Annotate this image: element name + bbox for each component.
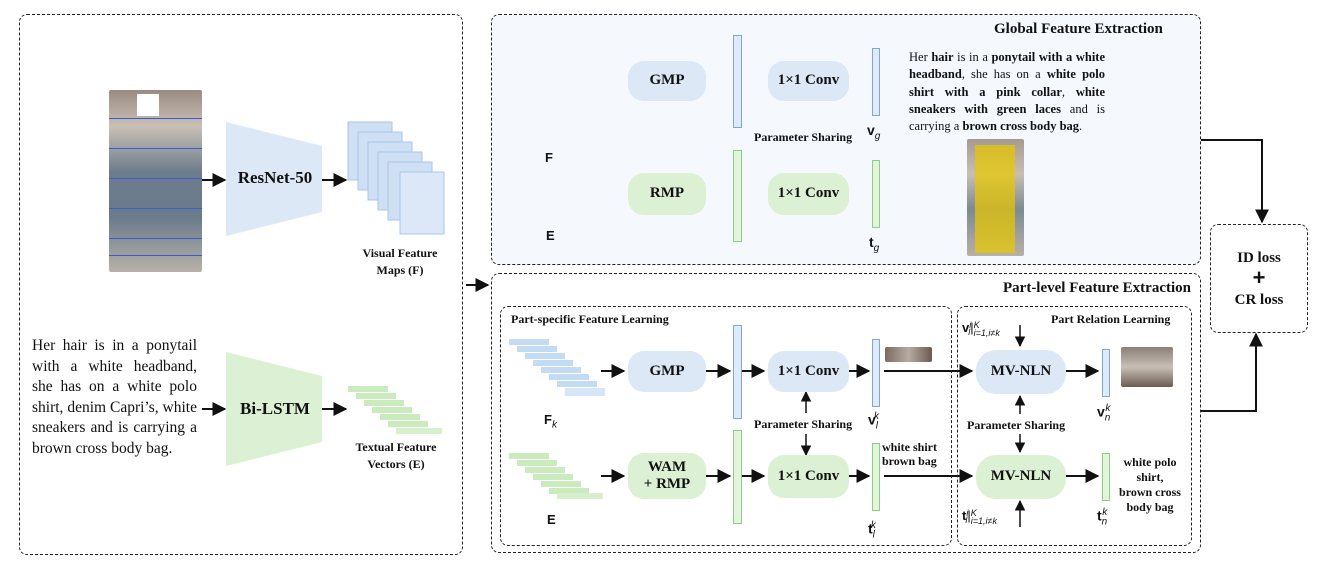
left-description: Her hair is in a ponytail with a white h… xyxy=(32,337,197,458)
global-pooled-visual-bar xyxy=(733,35,742,128)
tlk-label: tlk xyxy=(868,520,876,541)
vnk-bar xyxy=(1102,349,1110,397)
tnk-label: tnk xyxy=(1097,507,1108,528)
part-e-label: E xyxy=(547,512,556,527)
tg-bar xyxy=(872,160,880,228)
bilstm-label: Bi-LSTM xyxy=(240,399,310,418)
vg-label: vg xyxy=(867,122,881,142)
part-relation-image xyxy=(1121,347,1173,387)
global-title: Global Feature Extraction xyxy=(994,21,1163,37)
tnk-bar xyxy=(1102,453,1110,501)
id-loss-label: ID loss xyxy=(1237,250,1281,266)
attention-overlay xyxy=(975,145,1015,253)
global-pooled-text-bar xyxy=(733,150,742,242)
global-feature-panel xyxy=(491,14,1201,265)
f-label: F xyxy=(545,150,553,165)
part-param-sharing: Parameter Sharing xyxy=(754,417,853,431)
relation-param-sharing: Parameter Sharing xyxy=(967,418,1066,432)
part-specific-panel xyxy=(500,306,952,546)
wam-rmp-block: WAM + RMP xyxy=(628,453,706,499)
fk-label: Fk xyxy=(544,412,557,431)
part-pooled-text-bar xyxy=(733,430,742,524)
part-pooled-visual-bar xyxy=(733,325,742,419)
vli-input-label: vil|Ki=1,i≠k xyxy=(962,320,1000,338)
vnk-label: vnk xyxy=(1097,403,1111,424)
visual-feature-maps-stack xyxy=(347,121,445,235)
tli-input-label: til|Ki=1,i≠k xyxy=(962,508,997,526)
part-title: Part-level Feature Extraction xyxy=(1003,280,1191,296)
global-conv-top: 1×1 Conv xyxy=(768,61,849,101)
global-desc-part: is in a xyxy=(953,50,992,64)
backbone-panel xyxy=(19,14,463,555)
text-out-label: white polo shirt, brown cross body bag xyxy=(1119,455,1181,514)
part-visual-stack xyxy=(509,339,605,396)
face-mask xyxy=(137,94,159,116)
loss-box xyxy=(1210,224,1308,333)
plus-sign: + xyxy=(1252,265,1266,290)
visual-caption-line1: Visual Feature xyxy=(362,246,438,260)
part-relation-panel xyxy=(957,306,1192,546)
global-param-sharing: Parameter Sharing xyxy=(754,130,853,144)
part-text-stack xyxy=(509,453,603,499)
tlk-bar xyxy=(872,443,880,511)
vlk-label: vlk xyxy=(868,411,880,432)
attention-image xyxy=(967,139,1024,256)
part-conv-top: 1×1 Conv xyxy=(768,351,849,392)
resnet-block-shape xyxy=(226,122,322,236)
part-relation-title: Part Relation Learning xyxy=(1051,312,1171,326)
global-desc-part: Her xyxy=(909,50,932,64)
bilstm-block-shape xyxy=(226,352,322,466)
global-gmp-block: GMP xyxy=(628,61,706,101)
global-desc-part: white polo shirt with a pink collar xyxy=(909,67,1105,99)
textual-feature-vectors-stack xyxy=(348,386,442,434)
global-desc-part: brown cross body bag xyxy=(962,119,1080,133)
part-gmp-block: GMP xyxy=(628,351,706,392)
vg-bar xyxy=(872,48,880,116)
person-image xyxy=(109,90,202,272)
visual-caption-line2: Maps (F) xyxy=(376,263,424,277)
global-desc-part: . xyxy=(1079,119,1083,133)
part-crop-image xyxy=(885,347,932,362)
vlk-bar xyxy=(872,339,880,407)
global-rmp-block: RMP xyxy=(628,173,706,215)
mvnln-top: MV-NLN xyxy=(976,350,1066,394)
part-specific-title: Part-specific Feature Learning xyxy=(511,312,669,326)
resnet-label: ResNet-50 xyxy=(237,168,313,187)
e-label: E xyxy=(546,228,555,243)
cr-loss-label: CR loss xyxy=(1234,292,1284,308)
global-desc-part: , she has on a xyxy=(961,67,1047,82)
global-desc-part: , xyxy=(1061,84,1076,99)
tg-label: tg xyxy=(869,234,880,254)
text-mid-label: white shirt brown bag xyxy=(882,440,937,469)
global-desc-part: hair xyxy=(931,50,954,64)
global-desc-part: and is carrying a xyxy=(909,101,1106,133)
global-desc-part: white sneakers with green laces xyxy=(909,84,1105,116)
global-description: Her hair is in a ponytail with a white h… xyxy=(909,49,1105,135)
global-conv-bottom: 1×1 Conv xyxy=(768,173,849,215)
global-desc-part: ponytail with a white headband xyxy=(909,50,1106,82)
textual-caption-line2: Vectors (E) xyxy=(367,457,425,471)
part-conv-bottom: 1×1 Conv xyxy=(768,455,849,498)
part-feature-panel xyxy=(491,273,1201,553)
mvnln-bottom: MV-NLN xyxy=(976,455,1066,499)
textual-caption-line1: Textual Feature xyxy=(355,440,437,454)
